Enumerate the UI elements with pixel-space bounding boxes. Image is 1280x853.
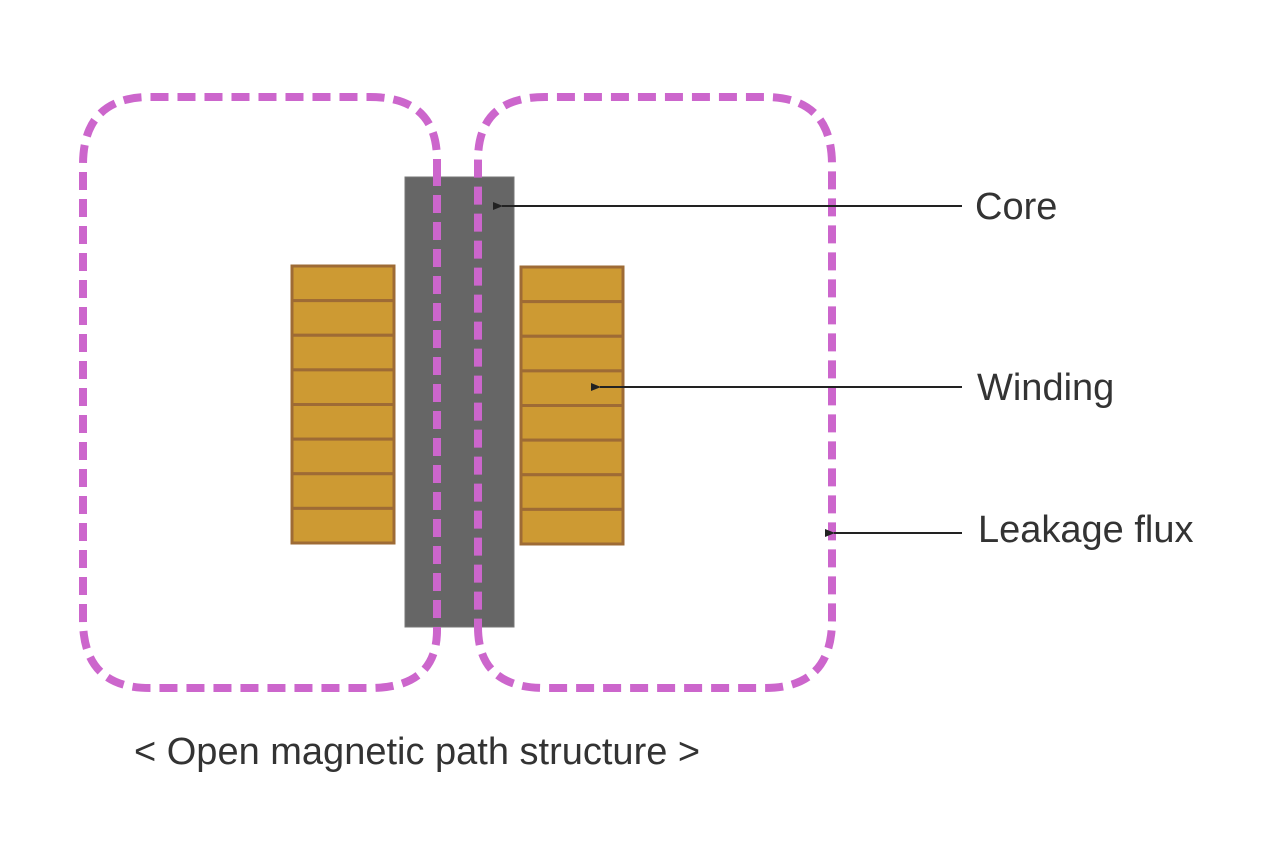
diagram-caption: < Open magnetic path structure > (134, 731, 700, 773)
winding-right (519, 265, 625, 546)
core (404, 176, 515, 628)
winding-turn (519, 473, 625, 511)
leakage-flux-label: Leakage flux (978, 509, 1194, 551)
winding-turn (290, 368, 396, 406)
winding-label: Winding (977, 367, 1114, 409)
winding-turn (290, 299, 396, 337)
winding-turn (519, 404, 625, 442)
winding-turn (519, 300, 625, 338)
winding-turn (290, 437, 396, 476)
winding-turn (519, 438, 625, 477)
leakage-flux-loop-left (79, 93, 441, 692)
winding-turn (290, 506, 396, 545)
winding-left (290, 264, 396, 545)
winding-turn (290, 333, 396, 372)
winding-turn (519, 265, 625, 304)
winding-turn (519, 507, 625, 546)
winding-turn (290, 264, 396, 303)
core-label: Core (975, 186, 1057, 228)
winding-turn (519, 334, 625, 373)
winding-turn (519, 369, 625, 407)
winding-turn (290, 403, 396, 441)
winding-turn (290, 472, 396, 510)
leakage-flux-loop-right (474, 93, 836, 692)
